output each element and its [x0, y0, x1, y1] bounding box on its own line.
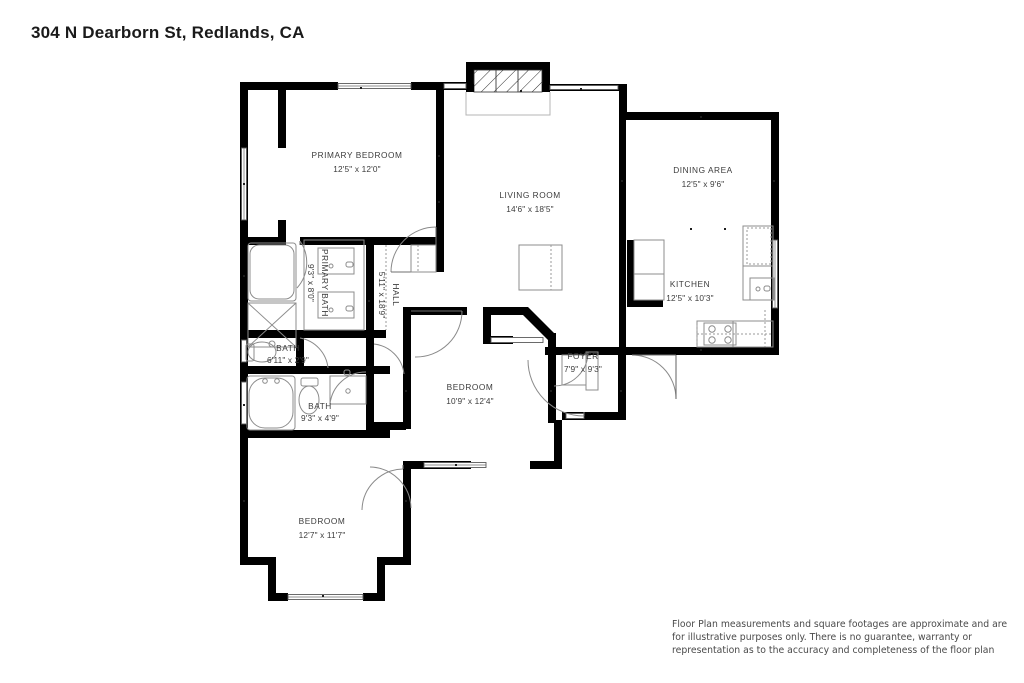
- room-dimensions: 6'11" x 2'9": [267, 355, 309, 365]
- room-label-living-room: LIVING ROOM 14'6" x 18'5": [499, 190, 560, 214]
- room-label-kitchen: KITCHEN 12'5" x 10'3": [666, 279, 713, 303]
- room-label-foyer: FOYER 7'9" x 9'3": [564, 351, 602, 374]
- room-name: FOYER: [567, 351, 598, 361]
- room-name: BEDROOM: [447, 382, 494, 392]
- room-name: BEDROOM: [299, 516, 346, 526]
- room-dimensions: 12'5" x 12'0": [333, 164, 380, 174]
- room-name: BATH: [308, 401, 332, 411]
- room-dimensions: 10'9" x 12'4": [446, 396, 493, 406]
- room-label-bath-second: BATH 9'3" x 4'9": [301, 401, 339, 423]
- room-dimensions: 12'5" x 9'6": [682, 179, 725, 189]
- room-dimensions: 7'9" x 9'3": [564, 364, 602, 374]
- room-name: BATH: [276, 343, 300, 353]
- room-label-dining-area: DINING AREA 12'5" x 9'6": [673, 165, 733, 189]
- room-dimensions: 14'6" x 18'5": [506, 204, 553, 214]
- room-name: LIVING ROOM: [499, 190, 560, 200]
- room-dimensions: 12'7" x 11'7": [299, 530, 346, 540]
- room-label-hall: HALL 5'11" x 18'9": [377, 272, 401, 319]
- room-name: HALL: [391, 284, 401, 307]
- room-labels: PRIMARY BEDROOM 12'5" x 12'0" LIVING ROO…: [267, 150, 733, 540]
- wall-markers: [243, 87, 775, 597]
- page-title: 304 N Dearborn St, Redlands, CA: [31, 23, 305, 42]
- room-dimensions: 9'3" x 4'9": [301, 413, 339, 423]
- room-label-bedroom-middle: BEDROOM 10'9" x 12'4": [446, 382, 493, 406]
- disclaimer-text: Floor Plan measurements and square foota…: [672, 619, 1008, 657]
- doors: [296, 226, 677, 511]
- room-name: PRIMARY BEDROOM: [312, 150, 403, 160]
- room-label-primary-bedroom: PRIMARY BEDROOM 12'5" x 12'0": [312, 150, 403, 174]
- room-dimensions: 5'11" x 18'9": [377, 272, 387, 319]
- room-name: PRIMARY BATH: [320, 249, 330, 317]
- room-name: KITCHEN: [670, 279, 710, 289]
- room-name: DINING AREA: [673, 165, 733, 175]
- room-dimensions: 9'3" x 8'0": [306, 264, 316, 302]
- room-label-primary-bath: PRIMARY BATH 9'3" x 8'0": [306, 249, 330, 317]
- fixtures: [245, 225, 775, 431]
- room-dimensions: 12'5" x 10'3": [666, 293, 713, 303]
- room-label-bedroom-front: BEDROOM 12'7" x 11'7": [299, 516, 346, 540]
- room-label-bath-hall: BATH 6'11" x 2'9": [267, 343, 309, 365]
